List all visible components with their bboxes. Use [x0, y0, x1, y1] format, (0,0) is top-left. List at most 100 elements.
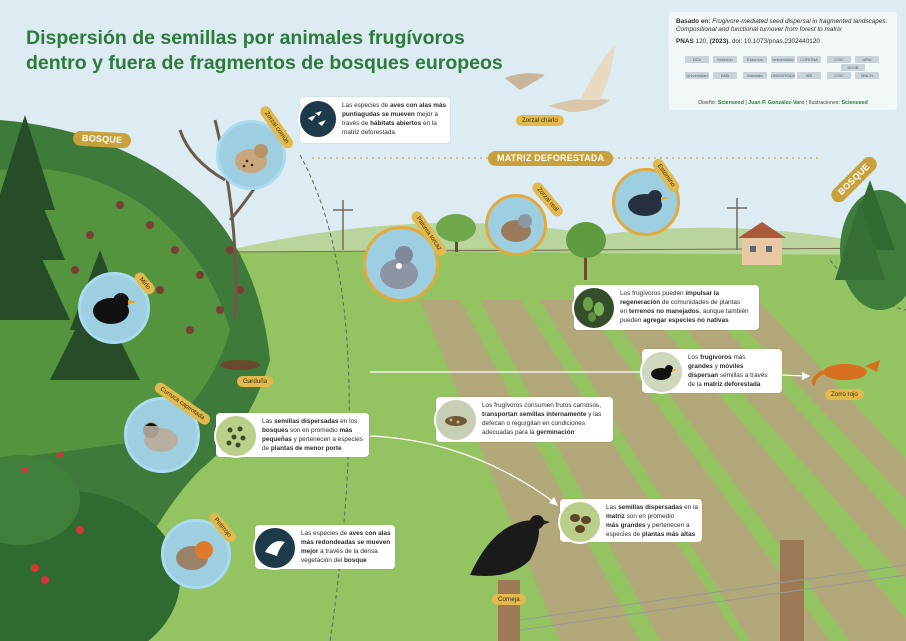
- text-bold: grandes: [688, 363, 713, 370]
- farmhouse: [738, 222, 786, 265]
- text-segment: en la: [421, 120, 437, 127]
- text-bold: aves con alas: [348, 530, 391, 537]
- card-mobile-frugivores: Los frugívoros más grandes y móviles dis…: [640, 349, 782, 394]
- text-bold: móviles: [719, 363, 744, 370]
- fieldfare-portrait: [485, 194, 547, 256]
- text-segment: semillas a través: [718, 372, 768, 379]
- text-bold: más: [339, 427, 353, 434]
- text-bold: bosque: [344, 557, 367, 564]
- text-segment: , aunque también: [699, 308, 749, 315]
- text-segment: de comunidades de plantas: [660, 299, 741, 306]
- text-segment: Las especies de: [342, 102, 390, 109]
- black-bird-icon: [640, 350, 684, 394]
- text-segment: Los: [688, 354, 701, 361]
- doi-link[interactable]: 10.1073/pnas.2302440120: [743, 38, 820, 45]
- card-germination-text: Los frugívoros consumen frutos carnosos,…: [482, 401, 612, 437]
- reference-box: Basado en: Frugivore-mediated seed dispe…: [669, 12, 897, 110]
- institution-logo: DIGIB: [841, 64, 865, 71]
- text-segment: defecan o regurgitan en condiciones: [482, 420, 586, 427]
- journal-name: PNAS: [676, 38, 694, 45]
- citation-line: PNAS 120, (2023). doi: 10.1073/pnas.2302…: [676, 38, 820, 45]
- text-bold: hábitats abiertos: [370, 120, 422, 127]
- text-bold: impulsar la: [685, 290, 720, 297]
- text-bold: mejor: [301, 548, 319, 555]
- card-pointed-wings: Las especies de aves con alas más puntia…: [298, 97, 450, 143]
- reference-line-1: Basado en: Frugivore-mediated seed dispe…: [676, 18, 887, 25]
- designer-name: Scienseed: [717, 100, 744, 106]
- text-bold: frugívoros: [700, 354, 732, 361]
- text-segment: más: [731, 354, 746, 361]
- card-forest-seeds-text: Las semillas dispersadas en los bosques …: [262, 417, 368, 453]
- label-zorro: Zorro rojo: [825, 389, 864, 400]
- card-germination: Los frugívoros consumen frutos carnosos,…: [434, 397, 613, 442]
- credits-separator: |: [805, 100, 808, 106]
- year: (2023).: [709, 38, 731, 45]
- text-segment: especies de: [606, 531, 642, 538]
- institution-logo: MNCN: [855, 72, 879, 79]
- institution-logo: Erasmus: [743, 56, 767, 63]
- article-title: Frugivore-mediated seed dispersal in fra…: [712, 18, 888, 25]
- article-title-2: Compositional and functional turnover fr…: [676, 26, 842, 33]
- text-bold: semillas dispersadas: [618, 504, 683, 511]
- zone-tag-matrix: MATRIZ DEFORESTADA: [488, 151, 614, 166]
- text-bold: regeneración: [620, 299, 661, 306]
- title-line-2: dentro y fuera de fragmentos de bosques …: [26, 52, 503, 74]
- institution-logo: Universidad de Oviedo: [685, 72, 709, 79]
- credits-line: Diseño: Scienseed | Juan P. González-Var…: [669, 100, 897, 106]
- based-on-label: Basado en:: [676, 18, 711, 25]
- text-segment: son en promedio: [288, 427, 340, 434]
- small-seeds-icon: [214, 414, 258, 458]
- wood-pigeon-portrait: [363, 226, 439, 302]
- institution-logo: UCA: [685, 56, 709, 63]
- text-segment: y pertenecen a especies: [291, 436, 363, 443]
- text-segment: Las: [606, 504, 619, 511]
- text-segment: matriz deforestada: [342, 129, 395, 136]
- text-segment: y pertenecen a: [645, 522, 690, 529]
- text-segment: vegetación del: [301, 557, 344, 564]
- zone-tag-forest-left: BOSQUE: [72, 130, 132, 149]
- text-segment: y: [712, 363, 720, 370]
- text-segment: adecuadas para la: [482, 429, 537, 436]
- illustrations-label: Ilustraciones:: [808, 100, 841, 106]
- text-bold: plantas más altas: [641, 531, 696, 538]
- text-segment: Los frugívoros pueden: [620, 290, 686, 297]
- institution-logo: CSIC: [827, 56, 851, 63]
- author-name: Juan P. González-Varo: [748, 100, 805, 106]
- card-rounded-wings-text: Las especies de aves con alas más redond…: [301, 529, 395, 565]
- text-segment: y las: [586, 411, 602, 418]
- text-bold: más redondeadas se mueven: [301, 539, 391, 546]
- droppings-icon: [434, 398, 478, 442]
- institution-logo: Mandalo: [743, 72, 767, 79]
- large-seeds-icon: [558, 500, 602, 544]
- text-bold: más grandes: [606, 522, 646, 529]
- text-segment: de: [262, 445, 271, 452]
- text-segment: a través de la densa: [318, 548, 378, 555]
- text-bold: germinación: [536, 429, 575, 436]
- institution-logo: IMIB: [713, 72, 737, 79]
- text-bold: aves con alas más: [389, 102, 447, 109]
- fox: [811, 360, 880, 386]
- text-bold: bosques: [262, 427, 289, 434]
- label-zorzal-charlo: Zorzal charlo: [516, 115, 564, 126]
- text-bold: matriz: [606, 513, 625, 520]
- volume: 120,: [695, 38, 708, 45]
- doi-label: doi:: [731, 38, 743, 45]
- institution-logo: UNIVERSIDAD: [771, 72, 795, 79]
- text-segment: Las especies de: [301, 530, 349, 537]
- label-garduna: Garduña: [237, 376, 274, 387]
- flying-thrushes: [505, 45, 615, 112]
- design-label: Diseño:: [698, 100, 717, 106]
- title-line-1: Dispersión de semillas por animales frug…: [26, 27, 465, 49]
- reference-line-2: Compositional and functional turnover fr…: [676, 26, 842, 33]
- card-matrix-seeds: Las semillas dispersadas en la matriz so…: [558, 499, 702, 544]
- text-segment: en la: [682, 504, 699, 511]
- institution-logo: Universidad: [771, 56, 795, 63]
- flying-birds-icon: [298, 99, 338, 139]
- institution-logo: ABI: [797, 72, 821, 79]
- text-bold: plantas de menor porte: [270, 445, 342, 452]
- text-segment: de la: [688, 381, 704, 388]
- text-bold: agregar especies no nativas: [643, 317, 729, 324]
- crow: [470, 515, 550, 576]
- seedlings-icon: [572, 286, 616, 330]
